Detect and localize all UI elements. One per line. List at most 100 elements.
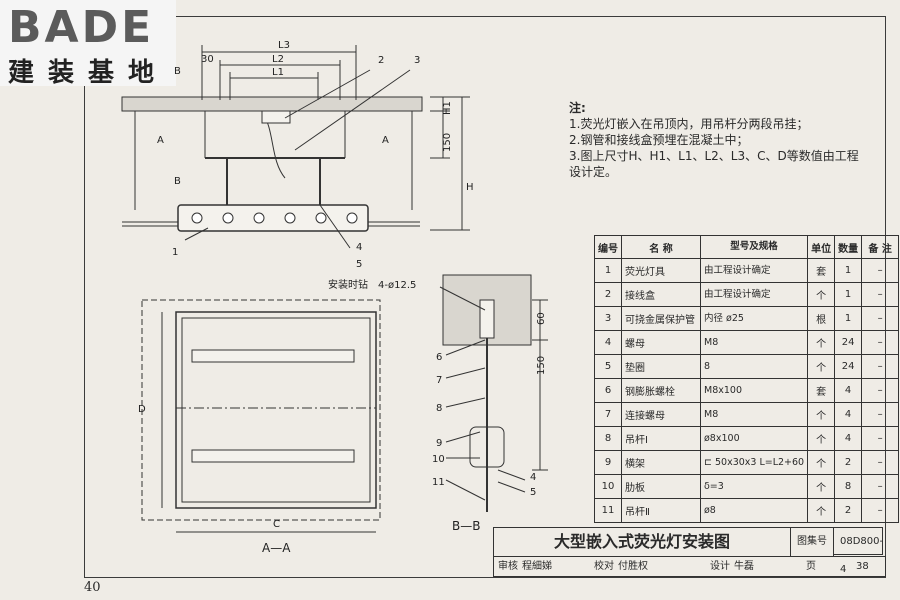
bb-leader-5: 5 — [530, 487, 536, 498]
check-label: 校对 — [594, 561, 614, 572]
row-unit: 个 — [807, 354, 836, 379]
notes-block: 注: 1.荧光灯嵌入在吊顶内，用吊杆分两段吊挂； 2.钢管和接线盒预埋在混凝土中… — [569, 100, 869, 180]
row-note: – — [861, 378, 900, 403]
row-note: – — [861, 258, 900, 283]
row-unit: 个 — [807, 330, 836, 355]
section-b-top: B — [174, 66, 181, 77]
checker-name: 付胜权 — [618, 561, 648, 572]
row-name: 钢膨胀螺栓 — [621, 378, 701, 403]
view-bb-label: B—B — [452, 519, 480, 533]
row-no: 5 — [594, 354, 622, 379]
atlas-number: 08D800-4 — [833, 527, 883, 575]
row-spec: 8 — [699, 354, 809, 379]
plan-outline — [141, 299, 381, 521]
section-a-left: A — [157, 135, 164, 146]
row-no: 11 — [594, 498, 622, 523]
logo: BADE 建装基地 — [0, 0, 176, 88]
row-spec: M8x100 — [699, 378, 809, 403]
dim-h1: H1 — [442, 101, 453, 115]
row-unit: 套 — [807, 378, 836, 403]
leader-5: 5 — [356, 259, 362, 270]
row-note: – — [861, 498, 900, 523]
row-note: – — [861, 330, 900, 355]
page-number: 40 — [84, 580, 101, 595]
header-no: 编号 — [594, 235, 622, 259]
header-qty: 数量 — [834, 235, 863, 259]
ceiling-slab — [121, 96, 423, 112]
bb-leader-11: 11 — [432, 477, 445, 488]
row-name: 可挠金属保护管 — [621, 306, 701, 331]
row-qty: 2 — [834, 498, 863, 523]
bb-dim-150: 150 — [536, 356, 547, 375]
row-unit: 根 — [807, 306, 836, 331]
row-spec: ø8x100 — [699, 426, 809, 451]
note-3: 3.图上尺寸H、H1、L1、L2、L3、C、D等数值由工程设计定。 — [569, 149, 859, 179]
notes-title: 注: — [569, 101, 586, 115]
dim-h: H — [466, 182, 474, 193]
row-spec: 由工程设计确定 — [699, 258, 809, 283]
row-unit: 个 — [807, 474, 836, 499]
row-note: – — [861, 426, 900, 451]
fixture-plan — [175, 311, 377, 509]
drawing-title: 大型嵌入式荧光灯安装图 — [493, 527, 791, 557]
dim-30: 30 — [201, 54, 214, 65]
row-qty: 24 — [834, 354, 863, 379]
bb-leader-4: 4 — [530, 472, 536, 483]
header-note: 备 注 — [861, 235, 900, 259]
atlas-label: 图集号 — [790, 527, 834, 557]
leader-3: 3 — [414, 55, 420, 66]
row-qty: 4 — [834, 402, 863, 427]
row-qty: 1 — [834, 282, 863, 307]
dim-l3: L3 — [278, 40, 290, 51]
hole-spec: 4-ø12.5 — [378, 280, 416, 291]
leader-2: 2 — [378, 55, 384, 66]
row-qty: 24 — [834, 330, 863, 355]
dim-150: 150 — [442, 133, 453, 152]
row-spec: ø8 — [699, 498, 809, 523]
bb-leader-10: 10 — [432, 454, 445, 465]
row-unit: 套 — [807, 258, 836, 283]
page-no: 38 — [856, 561, 869, 572]
signature-row: 审核 程細娣 校对 付胜权 设计 牛磊 页 38 — [493, 556, 886, 577]
row-qty: 1 — [834, 306, 863, 331]
leader-4: 4 — [356, 242, 362, 253]
row-note: – — [861, 450, 900, 475]
row-spec: ⊏ 50x30x3 L=L2+60 — [699, 450, 809, 475]
design-label: 设计 — [710, 561, 730, 572]
row-no: 8 — [594, 426, 622, 451]
row-spec: M8 — [699, 402, 809, 427]
row-note: – — [861, 306, 900, 331]
row-unit: 个 — [807, 498, 836, 523]
title-block: 大型嵌入式荧光灯安装图 图集号 08D800-4 审核 程細娣 校对 付胜权 设… — [493, 527, 886, 577]
row-note: – — [861, 474, 900, 499]
view-aa-label: A—A — [262, 541, 291, 555]
designer-name: 牛磊 — [734, 561, 754, 572]
row-no: 7 — [594, 402, 622, 427]
row-spec: 内径 ø25 — [699, 306, 809, 331]
logo-brand: BADE — [8, 2, 155, 53]
bb-leader-8: 8 — [436, 403, 442, 414]
row-note: – — [861, 354, 900, 379]
row-qty: 4 — [834, 378, 863, 403]
row-no: 10 — [594, 474, 622, 499]
bb-leader-7: 7 — [436, 375, 442, 386]
dim-l2: L2 — [272, 54, 284, 65]
row-qty: 2 — [834, 450, 863, 475]
row-name: 接线盒 — [621, 282, 701, 307]
row-spec: δ=3 — [699, 474, 809, 499]
bb-leader-6: 6 — [436, 352, 442, 363]
row-spec: M8 — [699, 330, 809, 355]
row-name: 吊杆Ⅱ — [621, 498, 701, 523]
row-name: 螺母 — [621, 330, 701, 355]
row-name: 连接螺母 — [621, 402, 701, 427]
row-no: 3 — [594, 306, 622, 331]
dim-d: D — [138, 404, 146, 415]
row-name: 荧光灯具 — [621, 258, 701, 283]
